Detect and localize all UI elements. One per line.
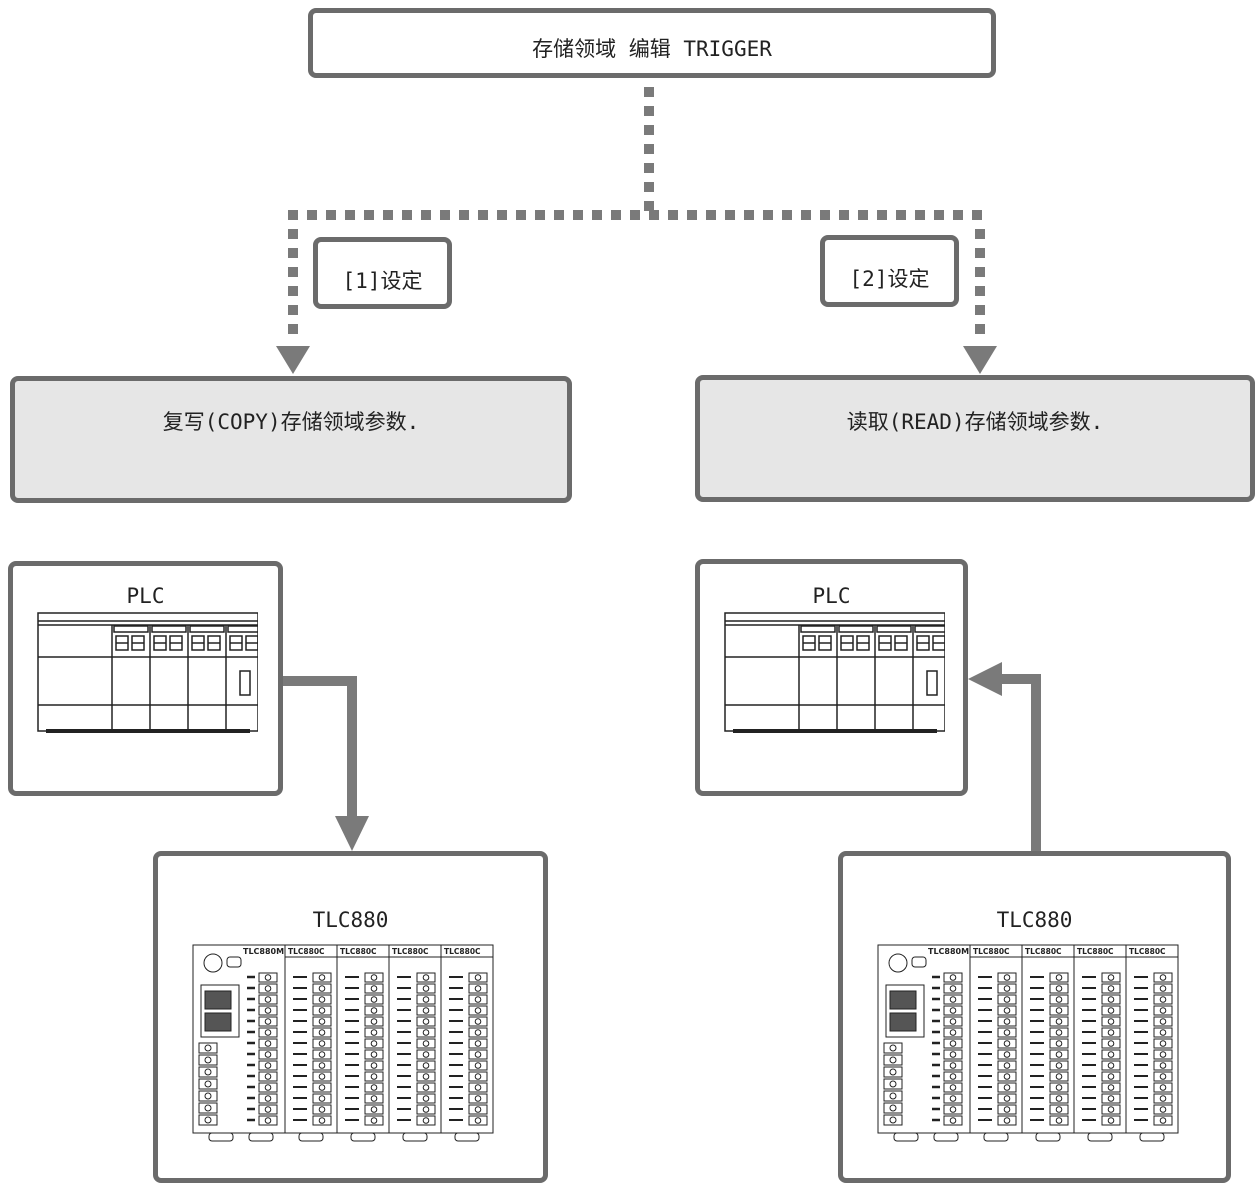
trigger-dotted-stem bbox=[644, 87, 654, 211]
plc-label-left: PLC bbox=[126, 584, 165, 608]
drop-dotted-lines bbox=[288, 229, 985, 334]
tlc-label-left: TLC880 bbox=[312, 908, 389, 932]
tlc880-device-icon: TLC880M TLC880C TLC880C TLC880C TLC880C bbox=[874, 943, 1180, 1147]
trigger-box: 存储领域 编辑 TRIGGER bbox=[308, 8, 996, 78]
svg-text:TLC880C: TLC880C bbox=[340, 947, 377, 956]
setting-label-2: [2]设定 bbox=[849, 267, 930, 291]
plc-label-right: PLC bbox=[812, 584, 851, 608]
read-action-label: 读取(READ)存储领域参数. bbox=[846, 410, 1104, 434]
setting-label-1: [1]设定 bbox=[342, 269, 423, 293]
svg-text:TLC880M: TLC880M bbox=[928, 947, 969, 956]
trigger-label: 存储领域 编辑 TRIGGER bbox=[532, 37, 772, 61]
svg-text:TLC880M: TLC880M bbox=[243, 947, 284, 956]
svg-text:TLC880C: TLC880C bbox=[1077, 947, 1114, 956]
copy-transfer-arrow bbox=[283, 676, 369, 851]
copy-action-label: 复写(COPY)存储领域参数. bbox=[162, 410, 420, 434]
svg-text:TLC880C: TLC880C bbox=[1025, 947, 1062, 956]
svg-text:TLC880C: TLC880C bbox=[288, 947, 325, 956]
setting-box-1: [1]设定 bbox=[313, 237, 452, 309]
plc-box-left: PLC bbox=[8, 561, 283, 796]
svg-text:TLC880C: TLC880C bbox=[392, 947, 429, 956]
read-transfer-arrow bbox=[968, 662, 1041, 852]
plc-rack-icon bbox=[717, 609, 950, 743]
left-drop-arrowhead bbox=[276, 346, 310, 374]
branch-dotted-line bbox=[288, 210, 982, 220]
plc-box-right: PLC bbox=[695, 559, 968, 796]
svg-text:TLC880C: TLC880C bbox=[444, 947, 481, 956]
right-drop-arrowhead bbox=[963, 346, 997, 374]
setting-box-2: [2]设定 bbox=[820, 235, 959, 307]
tlc-label-right: TLC880 bbox=[996, 908, 1073, 932]
read-action-box: 读取(READ)存储领域参数. bbox=[695, 375, 1255, 502]
svg-text:TLC880C: TLC880C bbox=[1129, 947, 1166, 956]
tlc880-device-icon: TLC880M TLC880C TLC880C TLC880C TLC880C bbox=[189, 943, 495, 1147]
copy-action-box: 复写(COPY)存储领域参数. bbox=[10, 376, 572, 503]
plc-rack-icon bbox=[30, 609, 263, 743]
svg-text:TLC880C: TLC880C bbox=[973, 947, 1010, 956]
